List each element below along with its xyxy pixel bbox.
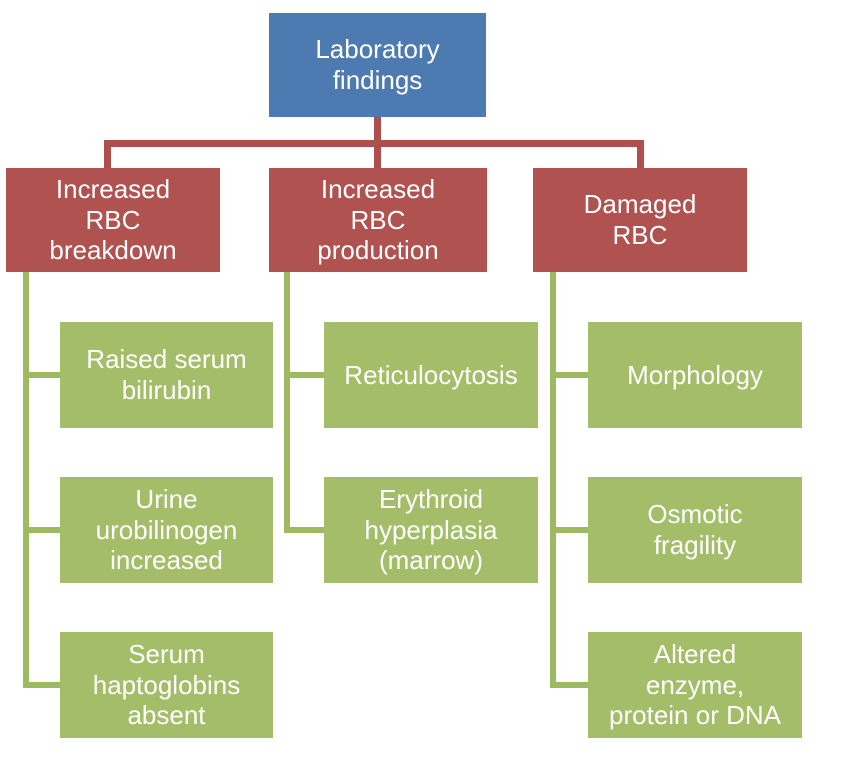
connector-col3-trunk — [550, 271, 556, 688]
connector-col1-stub3 — [23, 682, 60, 688]
connector-col3-stub1 — [550, 372, 588, 378]
node-erythroid-hyperplasia-marrow: Erythroid hyperplasia (marrow) — [324, 477, 538, 583]
connector-branch-crossbar — [104, 140, 644, 147]
node-osmotic-fragility: Osmotic fragility — [588, 477, 802, 583]
node-morphology: Morphology — [588, 322, 802, 428]
node-serum-haptoglobins-absent: Serum haptoglobins absent — [60, 632, 273, 738]
node-laboratory-findings: Laboratory findings — [269, 13, 486, 117]
connector-col3-stub2 — [550, 527, 588, 533]
node-altered-enzyme-protein-or-dna: Altered enzyme, protein or DNA — [588, 632, 802, 738]
connector-col2-trunk — [284, 271, 290, 533]
connector-col1-stub1 — [23, 372, 60, 378]
connector-branch1-drop — [104, 143, 111, 168]
node-urine-urobilinogen-increased: Urine urobilinogen increased — [60, 477, 273, 583]
connector-col2-stub1 — [284, 372, 324, 378]
connector-col3-stub3 — [550, 682, 588, 688]
node-damaged-rbc: Damaged RBC — [533, 168, 747, 272]
node-increased-rbc-breakdown: Increased RBC breakdown — [6, 168, 220, 272]
connector-col1-trunk — [23, 271, 29, 688]
node-raised-serum-bilirubin: Raised serum bilirubin — [60, 322, 273, 428]
connector-col1-stub2 — [23, 527, 60, 533]
connector-branch3-drop — [637, 143, 644, 168]
connector-col2-stub2 — [284, 527, 324, 533]
node-increased-rbc-production: Increased RBC production — [269, 168, 487, 272]
node-reticulocytosis: Reticulocytosis — [324, 322, 538, 428]
